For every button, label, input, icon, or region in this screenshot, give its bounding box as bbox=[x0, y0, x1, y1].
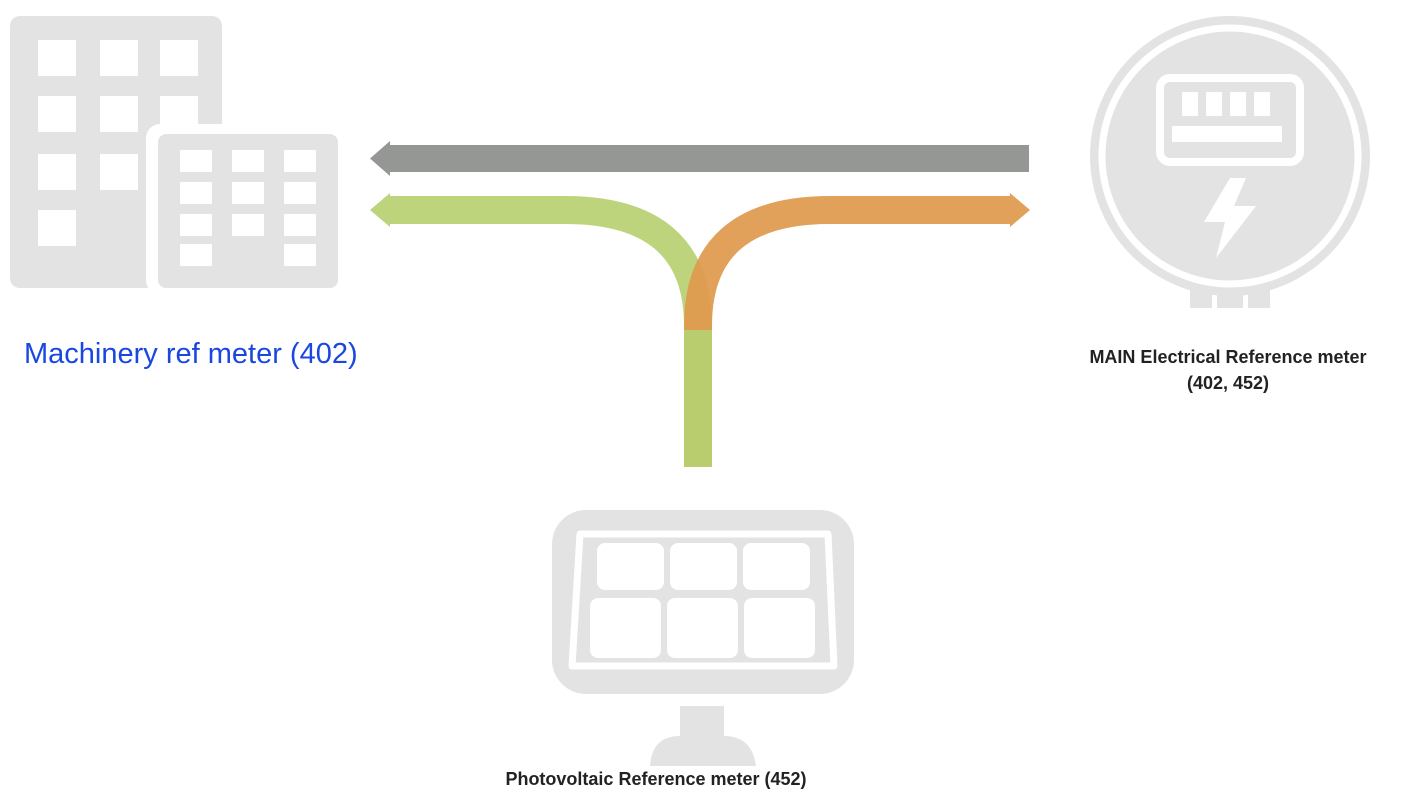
solar-panel-icon bbox=[552, 510, 854, 766]
flow-grid-to-machinery bbox=[370, 141, 1029, 176]
photovoltaic-meter-label: Photovoltaic Reference meter (452) bbox=[505, 769, 807, 789]
flow-pv-trunk bbox=[684, 330, 712, 467]
flow-pv-to-machinery bbox=[370, 193, 712, 467]
building-icon bbox=[10, 16, 346, 294]
machinery-meter-link[interactable]: Machinery ref meter (402) bbox=[24, 338, 358, 370]
main-meter-label-line1: MAIN Electrical Reference meter bbox=[1089, 347, 1367, 367]
electric-meter-icon bbox=[1090, 16, 1370, 308]
main-meter-label-line2: (402, 452) bbox=[1186, 373, 1270, 393]
flow-pv-to-main bbox=[684, 193, 1030, 467]
main-meter-label: MAIN Electrical Reference meter (402, 45… bbox=[1050, 344, 1406, 396]
